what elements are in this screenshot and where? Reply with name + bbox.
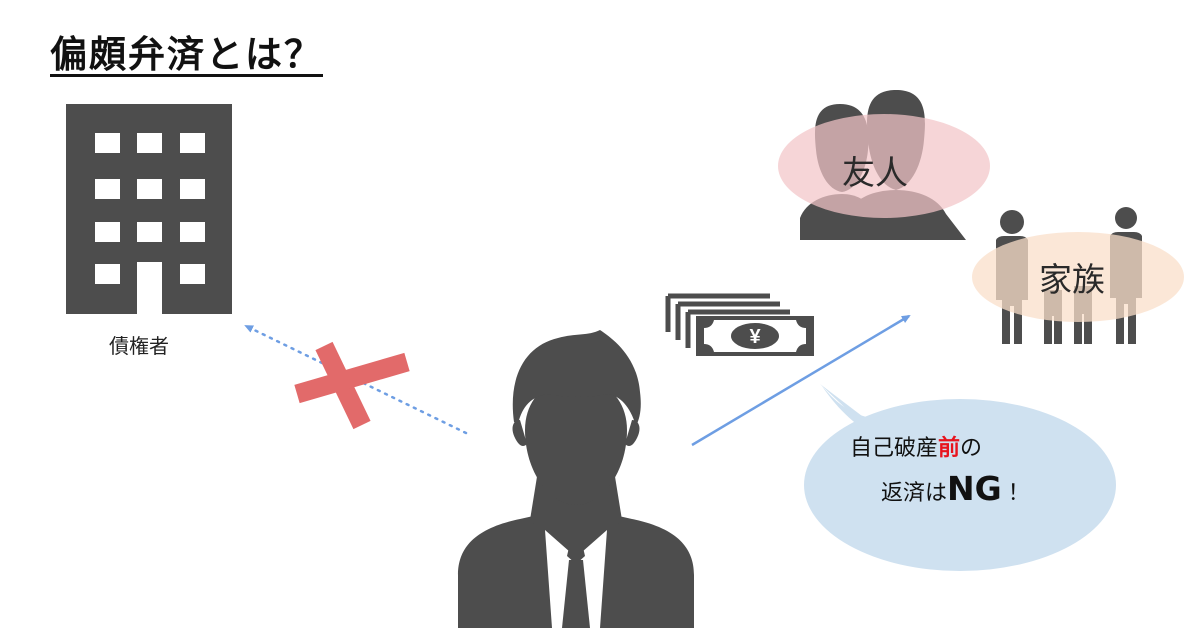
family-highlight xyxy=(972,232,1184,322)
creditor-label: 債権者 xyxy=(109,334,169,358)
bubble-line-1: 自己破産前の xyxy=(850,438,1030,460)
bubble-line-2: 返済はNG！ xyxy=(850,472,1030,505)
bubble-line1-pre: 自己破産 xyxy=(850,436,939,461)
speech-bubble-text: 自己破産前の 返済はNG！ xyxy=(850,438,1030,506)
bubble-line2-post: ！ xyxy=(1007,481,1030,506)
building-icon xyxy=(66,104,232,314)
yen-symbol: ¥ xyxy=(749,326,761,348)
friend-label: 友人 xyxy=(842,153,908,192)
businessman-icon xyxy=(458,330,694,628)
bubble-line2-pre: 返済は xyxy=(881,481,948,506)
bubble-line1-highlight: 前 xyxy=(938,436,961,461)
speech-bubble xyxy=(804,384,1116,571)
family-label: 家族 xyxy=(1039,260,1105,299)
bubble-line2-emphasis: NG xyxy=(947,469,1002,508)
red-cross-icon xyxy=(294,341,410,430)
payment-arrow xyxy=(691,314,911,447)
bubble-line1-post: の xyxy=(960,436,983,461)
page-title: 偏頗弁済とは？ xyxy=(50,33,323,76)
money-stack-icon xyxy=(665,293,814,356)
friend-highlight xyxy=(778,114,990,218)
